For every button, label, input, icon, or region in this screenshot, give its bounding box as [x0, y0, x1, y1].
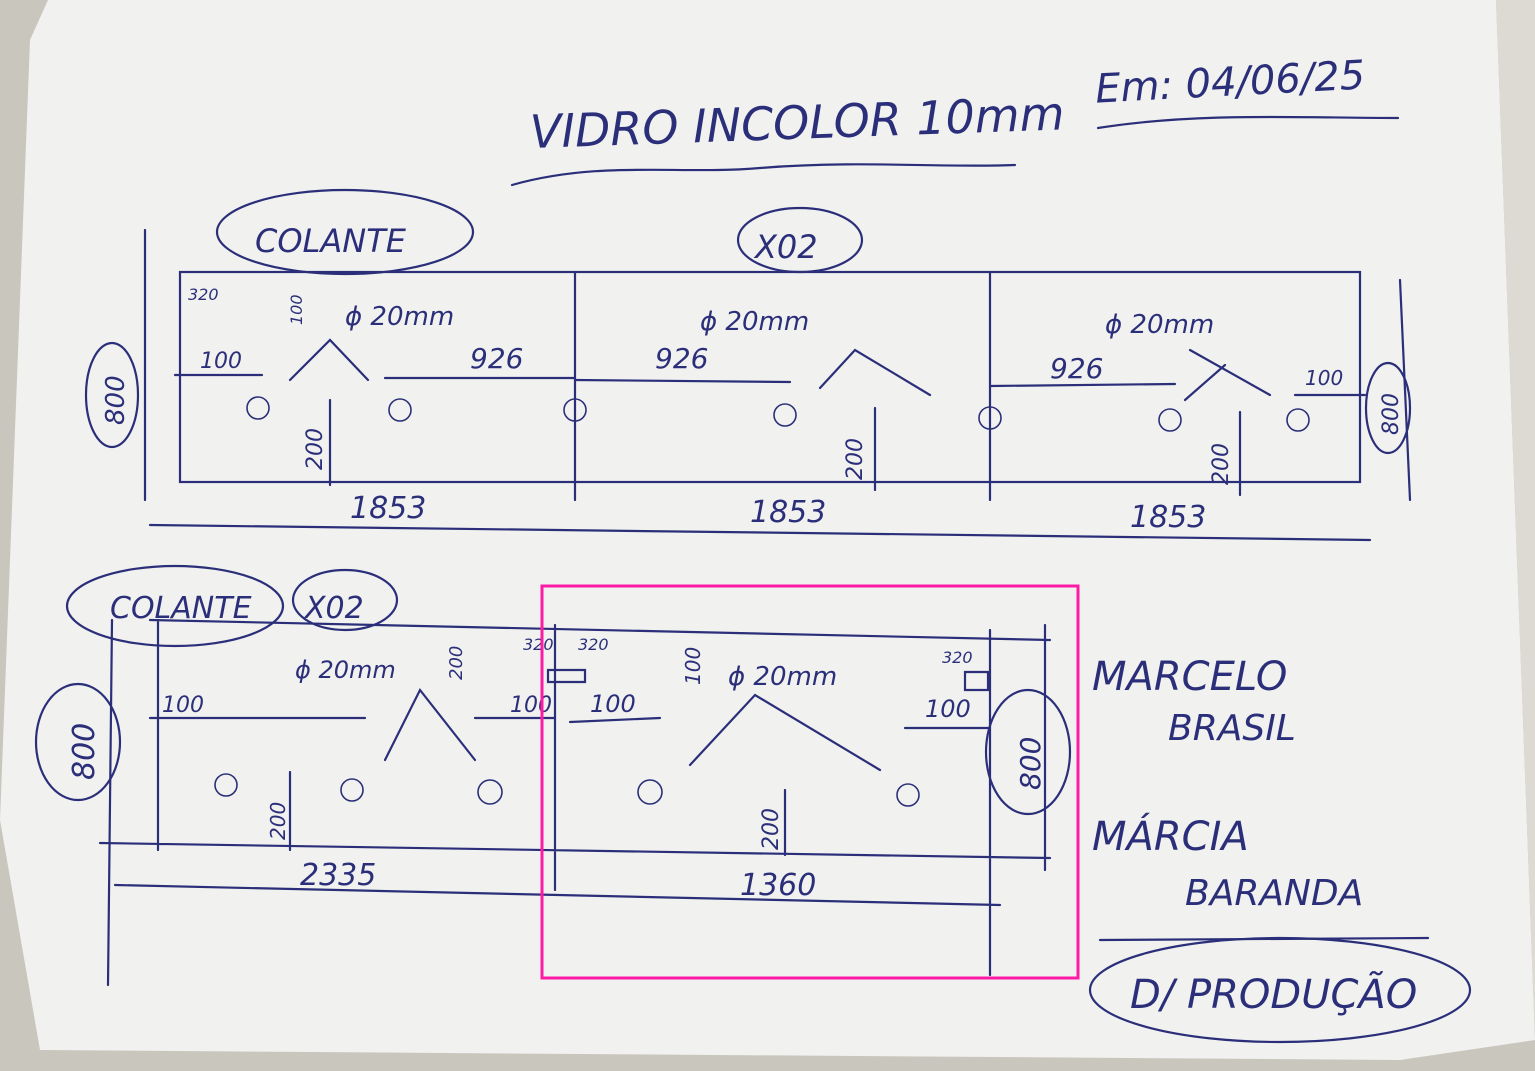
hole	[246, 396, 270, 420]
stamp-text: D/ PRODUÇÃO	[1130, 970, 1417, 1018]
stamp-oval	[1088, 936, 1472, 1044]
lower-right-edge-left: 100	[590, 690, 636, 718]
hole	[978, 406, 1002, 430]
upper-height-left: 800	[101, 375, 131, 425]
hole	[214, 773, 238, 797]
lower-left-right-edge: 100	[510, 693, 552, 718]
panel1-small-b: 100	[287, 294, 306, 325]
client-name-4: BARANDA	[1185, 873, 1363, 914]
lower-left-rail	[106, 618, 114, 987]
panel1-dim-line	[173, 338, 577, 487]
hole	[773, 403, 797, 427]
hole	[563, 398, 587, 422]
lower-height-oval-left	[34, 682, 122, 802]
panel1-small-a: 320	[188, 285, 219, 304]
lower-left-diameter: ϕ 20mm	[295, 656, 396, 684]
panel3-diameter: ϕ 20mm	[1105, 310, 1214, 340]
lower-type-oval	[65, 564, 285, 648]
panel2-diameter: ϕ 20mm	[700, 307, 809, 337]
paper-shadow-edge	[1496, 0, 1535, 1040]
lower-holes	[214, 773, 920, 807]
hole	[1286, 408, 1310, 432]
lower-small-dim-b: 320	[578, 635, 609, 654]
lower-glass-outline	[98, 618, 1052, 977]
upper-type-label: COLANTE	[255, 222, 407, 260]
panel3-vertical: 200	[1209, 443, 1234, 485]
panel3-edge: 100	[1305, 366, 1343, 390]
panel1-edge: 100	[200, 349, 242, 374]
panel3-spacing: 926	[1050, 352, 1103, 385]
lower-left-width: 2335	[300, 858, 376, 893]
lower-right-dims	[546, 668, 992, 857]
panel2-vertical: 200	[843, 438, 868, 480]
lower-bottom-dim-line	[113, 883, 1002, 907]
client-name-3: MÁRCIA	[1092, 812, 1249, 860]
upper-height-oval-right	[1364, 361, 1412, 455]
hole	[388, 398, 412, 422]
panel1-spacing: 926	[470, 342, 523, 375]
upper-holes	[246, 396, 1310, 432]
lower-height-right: 800	[1014, 737, 1047, 790]
lower-height-oval-right	[984, 688, 1072, 816]
upper-glass-strip	[178, 270, 1362, 484]
upper-qty-label: X02	[753, 228, 818, 266]
upper-right-tick	[1398, 278, 1412, 502]
panel2-dim-line	[573, 348, 932, 492]
highlight-box	[540, 584, 1080, 980]
upper-bottom-dim-line	[148, 523, 1372, 542]
hole	[1158, 408, 1182, 432]
upper-type-oval	[215, 188, 475, 276]
lower-height-left: 800	[67, 723, 102, 780]
lower-left-edge: 100	[162, 693, 204, 718]
lower-small-dim-c: 320	[942, 648, 973, 667]
lower-left-top-dim: 200	[446, 646, 467, 680]
panel2-width: 1853	[750, 495, 826, 530]
date-underline	[1096, 115, 1400, 130]
lower-right-width: 1360	[740, 868, 816, 903]
panel1-diameter: ϕ 20mm	[345, 302, 454, 332]
hole	[896, 783, 920, 807]
panel1-vertical: 200	[303, 428, 328, 470]
client-name-2: BRASIL	[1168, 708, 1296, 749]
title-underline	[510, 163, 1017, 187]
hole	[340, 778, 364, 802]
lower-right-diameter: ϕ 20mm	[728, 662, 837, 692]
hole	[637, 779, 663, 805]
panel1-width: 1853	[350, 491, 426, 526]
lower-qty-label: X02	[303, 591, 364, 626]
lower-small-dim-a: 320	[523, 635, 554, 654]
panel3-dim-line	[988, 348, 1367, 497]
lower-right-vertical: 200	[759, 808, 784, 850]
hole	[477, 779, 503, 805]
upper-height-oval-left	[84, 341, 140, 449]
panel2-spacing: 926	[655, 342, 708, 375]
lower-qty-oval	[291, 568, 399, 632]
lower-right-edge-right: 100	[925, 695, 971, 723]
panel3-width: 1853	[1130, 500, 1206, 535]
lower-left-dims	[148, 687, 557, 852]
upper-height-right: 800	[1379, 393, 1404, 435]
client-name-1: MARCELO	[1092, 654, 1287, 700]
lower-right-top-dim: 100	[681, 647, 705, 685]
lower-left-vertical: 200	[266, 802, 290, 840]
